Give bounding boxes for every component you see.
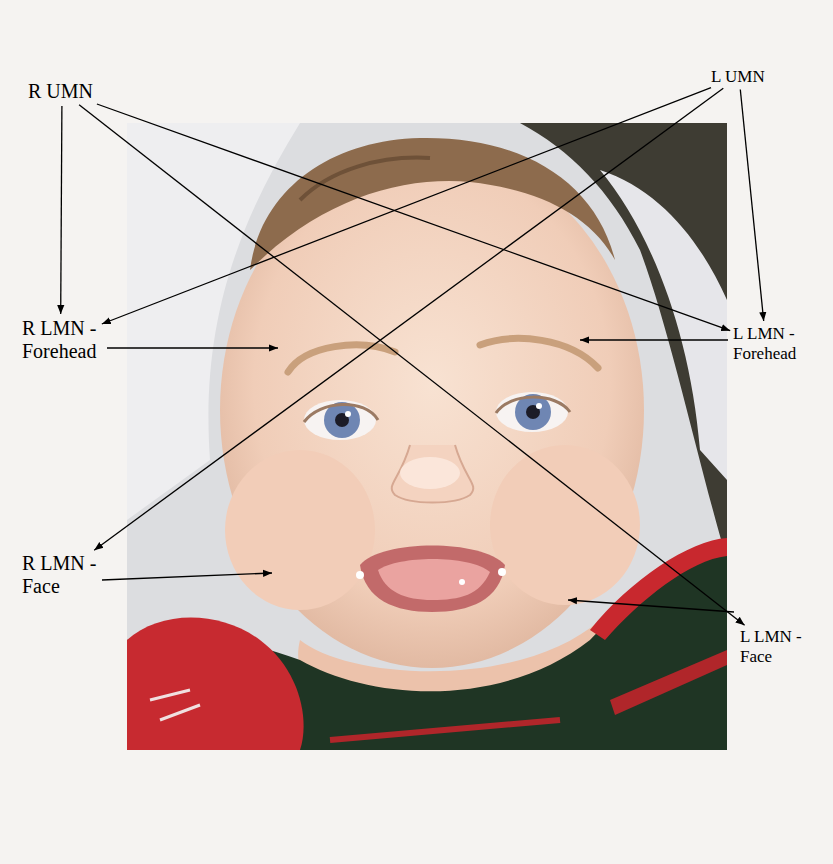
nerve-label: L LMN - Forehead [733,324,799,363]
leader-line [580,339,728,340]
label-text: L UMN [711,67,767,87]
leader-line [107,347,278,348]
label-text: R LMN - Face [22,552,99,598]
label-text: R LMN - Forehead [22,317,99,363]
pathway-arrow [79,105,745,625]
pathway-arrow [61,106,62,314]
label-text: L LMN - Forehead [733,324,799,363]
pathway-arrow [102,88,711,324]
pathway-arrow [94,88,723,550]
label-text: L LMN - Face [740,627,804,666]
nerve-label: R UMN [28,80,96,103]
leader-line [568,600,734,612]
leader-line [102,573,272,580]
nerve-label: L UMN [711,67,767,87]
nerve-label: R LMN - Forehead [22,317,99,363]
nerve-label: L LMN - Face [740,627,804,666]
pathway-arrow [97,104,730,331]
nerve-label: R LMN - Face [22,552,99,598]
pathway-arrow [740,90,763,322]
photo [127,123,727,750]
label-text: R UMN [28,80,96,103]
